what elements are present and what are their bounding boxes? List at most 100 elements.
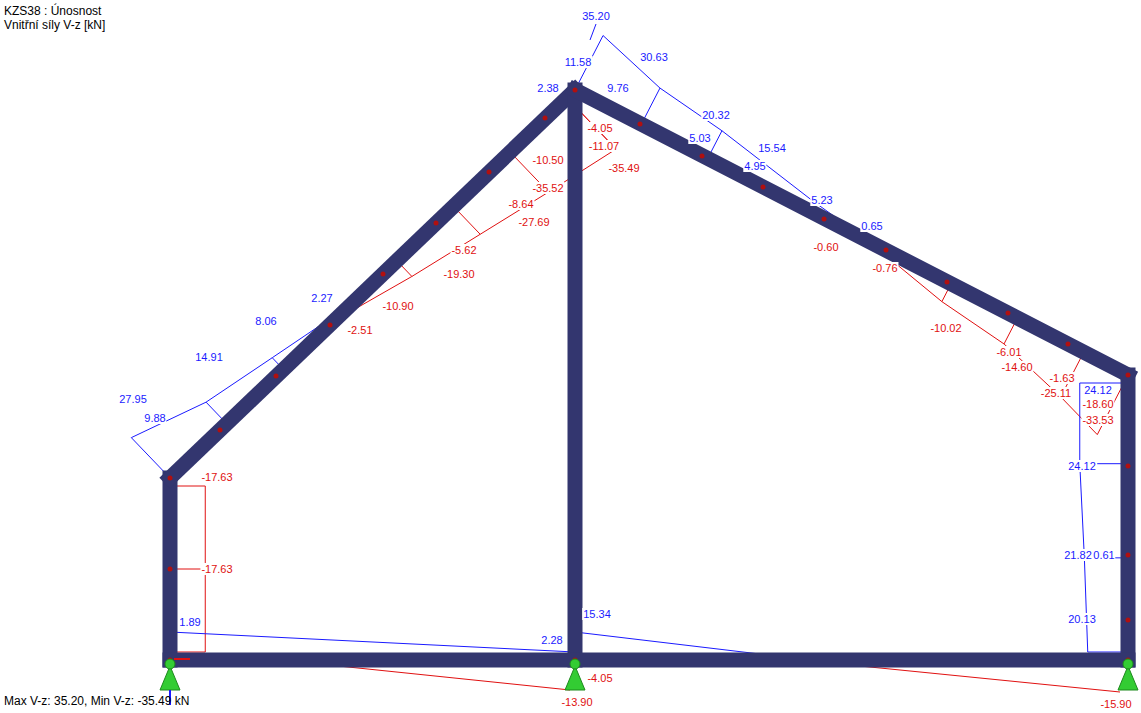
shear-value: 2.28	[540, 634, 563, 646]
shear-value: 5.03	[688, 132, 711, 144]
shear-value: -10.02	[929, 322, 962, 334]
member-dot	[218, 428, 223, 433]
shear-value: 27.95	[118, 393, 148, 405]
member-dot	[168, 476, 173, 481]
shear-value: 8.06	[254, 315, 277, 327]
diagram-outline	[1080, 464, 1085, 558]
shear-value: -8.64	[507, 198, 534, 210]
shear-value: -5.62	[450, 244, 477, 256]
member-dot	[1126, 373, 1131, 378]
shear-value: 4.95	[743, 160, 766, 172]
shear-value: -35.52	[531, 182, 564, 194]
member-dot	[1126, 553, 1131, 558]
shear-value: -33.53	[1081, 414, 1114, 426]
hinge	[1123, 659, 1133, 669]
shear-value: -2.51	[346, 324, 373, 336]
shear-value: 1.89	[178, 616, 201, 628]
member-dot	[638, 122, 643, 127]
shear-value: 2.38	[536, 82, 559, 94]
member-dot	[822, 217, 827, 222]
shear-value: 15.34	[582, 608, 612, 620]
frame-members	[170, 90, 1128, 660]
member-dot	[700, 154, 705, 159]
shear-value: -4.05	[586, 122, 613, 134]
rafter	[575, 90, 1128, 375]
diagram-outline	[131, 402, 206, 437]
diagram-outline	[205, 569, 206, 652]
shear-value: -10.90	[381, 300, 414, 312]
member-dot	[573, 88, 578, 93]
support-symbol	[1118, 666, 1138, 690]
member-dot	[434, 221, 439, 226]
shear-value: -14.60	[1000, 361, 1033, 373]
shear-value: -19.30	[442, 268, 475, 280]
shear-value: 9.76	[606, 82, 629, 94]
shear-value: -0.60	[812, 241, 839, 253]
beam	[170, 653, 1128, 668]
diagram-outline	[205, 486, 206, 569]
member-dots	[168, 88, 1131, 663]
shear-value: 24.12	[1083, 384, 1113, 396]
member-dot	[945, 280, 950, 285]
hinge	[570, 659, 580, 669]
support-symbol	[565, 666, 585, 690]
shear-value: 35.20	[581, 10, 611, 22]
shear-value: -18.60	[1081, 398, 1114, 410]
shear-value: 11.58	[564, 56, 593, 68]
shear-value: -4.05	[586, 672, 613, 684]
diagram-outline	[170, 632, 575, 652]
support-symbol	[160, 666, 180, 690]
member-dot	[1126, 464, 1131, 469]
shear-value: -0.76	[871, 262, 898, 274]
reaction-arrow	[174, 658, 190, 660]
shear-value: -17.63	[200, 471, 233, 483]
shear-value: -17.63	[200, 563, 233, 575]
shear-value: -15.90	[1099, 698, 1132, 710]
shear-value: -1.63	[1048, 372, 1075, 384]
shear-value: 0.61	[1092, 549, 1115, 561]
shear-value: 21.82	[1063, 549, 1093, 561]
member-dot	[884, 248, 889, 253]
shear-value: 20.13	[1067, 613, 1097, 625]
member-dot	[1126, 618, 1131, 623]
rafter	[170, 90, 575, 478]
shear-value: -27.69	[517, 216, 550, 228]
diagram-outline	[1084, 558, 1087, 652]
leader-line	[590, 24, 596, 40]
member-dot	[381, 272, 386, 277]
column	[163, 478, 178, 660]
shear-value: -10.50	[531, 154, 564, 166]
diagram-outline	[1079, 383, 1080, 464]
hinge	[165, 659, 175, 669]
member-dot	[487, 170, 492, 175]
shear-value: 5.23	[810, 194, 833, 206]
shear-value: 2.27	[310, 292, 333, 304]
shear-value: 14.91	[194, 351, 224, 363]
shear-value: -11.07	[588, 140, 620, 152]
member-dot	[1006, 311, 1011, 316]
shear-value: 30.63	[639, 51, 669, 63]
member-dot	[274, 374, 279, 379]
shear-value: -13.90	[560, 696, 593, 708]
supports	[160, 659, 1138, 690]
shear-value: -25.11	[1040, 387, 1072, 399]
shear-value: -6.01	[995, 346, 1022, 358]
shear-value: -35.49	[607, 162, 640, 174]
member-dot	[543, 116, 548, 121]
shear-value: 24.12	[1067, 460, 1097, 472]
plot-title: KZS38 : Únosnost	[4, 4, 101, 18]
member-dot	[328, 323, 333, 328]
column	[568, 90, 583, 660]
extreme-values: Max V-z: 35.20, Min V-z: -35.49 kN	[4, 694, 189, 708]
member-dot	[761, 185, 766, 190]
shear-value: 0.65	[860, 220, 883, 232]
shear-value: 15.54	[757, 142, 787, 154]
column	[1121, 375, 1136, 660]
shear-value: 20.32	[701, 109, 731, 121]
member-dot	[168, 567, 173, 572]
shear-diagram	[131, 36, 1128, 692]
member-dot	[1066, 342, 1071, 347]
shear-value: 9.88	[143, 412, 166, 424]
quantity-label: Vnitřní síly V-z [kN]	[4, 18, 105, 32]
